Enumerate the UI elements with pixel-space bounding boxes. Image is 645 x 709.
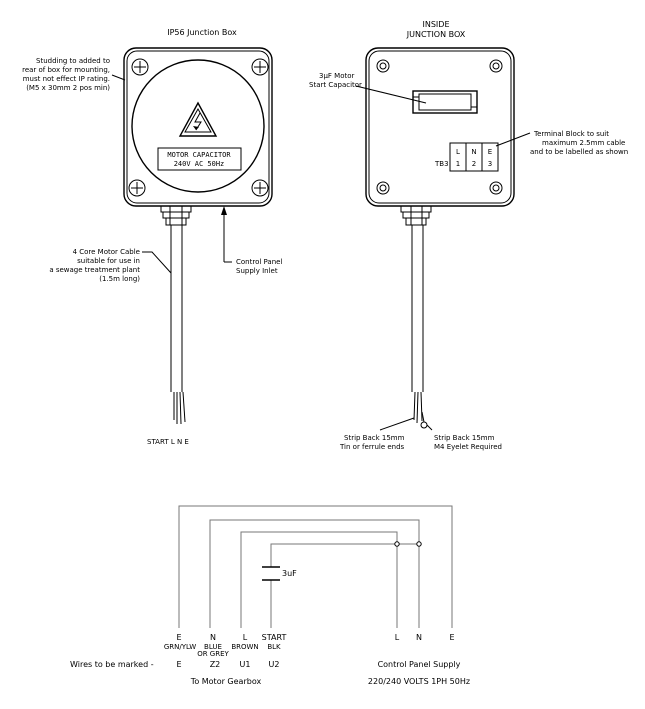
- svg-text:Supply Inlet: Supply Inlet: [236, 267, 278, 275]
- svg-text:Control Panel: Control Panel: [236, 258, 282, 266]
- terminal-block-note: Terminal Block to suit maximum 2.5mm cab…: [495, 130, 628, 156]
- svg-text:3µF Motor: 3µF Motor: [319, 72, 355, 80]
- svg-text:START: START: [262, 633, 287, 642]
- svg-text:Terminal Block to suit: Terminal Block to suit: [533, 130, 609, 138]
- junction-box-exterior: MOTOR CAPACITOR 240V AC 50Hz: [123, 47, 273, 207]
- svg-text:BLUE: BLUE: [204, 643, 222, 651]
- svg-text:BLK: BLK: [267, 643, 281, 651]
- strip-note-right: Strip Back 15mm M4 Eyelet Required: [426, 424, 502, 451]
- svg-text:M4 Eyelet Required: M4 Eyelet Required: [434, 443, 502, 451]
- svg-text:(1.5m long): (1.5m long): [99, 275, 140, 283]
- svg-text:2: 2: [472, 160, 476, 168]
- junction-dot-n: [416, 541, 422, 547]
- supply-caption-2: 220/240 VOLTS 1PH 50Hz: [368, 677, 470, 686]
- svg-text:E: E: [176, 633, 181, 642]
- marks-prefix: Wires to be marked -: [70, 660, 154, 669]
- capacitor-symbol: 3uF: [262, 566, 297, 581]
- supply-caption-1: Control Panel Supply: [378, 660, 461, 669]
- supply-terminals: L N E: [395, 633, 455, 642]
- svg-text:E: E: [488, 148, 492, 156]
- svg-text:rear of box for mounting,: rear of box for mounting,: [22, 66, 110, 74]
- right-box-title-2: JUNCTION BOX: [406, 30, 466, 39]
- svg-text:Z2: Z2: [210, 660, 221, 669]
- start-capacitor: [412, 90, 478, 114]
- svg-text:BROWN: BROWN: [231, 643, 258, 651]
- motor-cable: [170, 225, 186, 425]
- svg-text:suitable for use in: suitable for use in: [77, 257, 140, 265]
- svg-text:a sewage treatment plant: a sewage treatment plant: [49, 266, 140, 274]
- svg-text:(M5 x 30mm 2 pos min): (M5 x 30mm 2 pos min): [26, 84, 110, 92]
- cable-gland: [160, 205, 192, 226]
- junction-dot-l: [394, 541, 400, 547]
- supply-cable: [411, 225, 428, 429]
- wire-markings: Wires to be marked - E Z2 U1 U2: [70, 660, 279, 669]
- nameplate-line2: 240V AC 50Hz: [174, 160, 225, 168]
- svg-text:Studding to added to: Studding to added to: [36, 57, 110, 65]
- strip-note-left: Strip Back 15mm Tin or ferrule ends: [339, 417, 415, 451]
- svg-text:and to be labelled as shown: and to be labelled as shown: [530, 148, 628, 156]
- wiring-schematic: 3uF: [178, 505, 453, 628]
- svg-text:L: L: [243, 633, 248, 642]
- svg-text:N: N: [210, 633, 216, 642]
- svg-text:E: E: [176, 660, 181, 669]
- svg-text:U1: U1: [240, 660, 251, 669]
- svg-text:Strip Back 15mm: Strip Back 15mm: [434, 434, 495, 442]
- cable-note: 4 Core Motor Cable suitable for use in a…: [49, 248, 172, 283]
- terminal-block-tb3: TB3 L N E 1 2 3: [434, 142, 499, 172]
- corner-screw-br: [251, 179, 269, 197]
- svg-text:E: E: [449, 633, 454, 642]
- svg-text:must not effect IP rating.: must not effect IP rating.: [23, 75, 110, 83]
- svg-text:OR GREY: OR GREY: [197, 650, 229, 658]
- svg-text:U2: U2: [269, 660, 280, 669]
- corner-screw-tr: [251, 58, 269, 76]
- capacitor-value: 3uF: [282, 569, 297, 578]
- svg-text:L: L: [456, 148, 460, 156]
- svg-text:Strip Back 15mm: Strip Back 15mm: [344, 434, 405, 442]
- wire-ends-label: START L N E: [147, 438, 189, 446]
- svg-text:GRN/YLW: GRN/YLW: [164, 643, 196, 651]
- svg-text:N: N: [471, 148, 476, 156]
- nameplate-line1: MOTOR CAPACITOR: [167, 151, 231, 159]
- motor-terminals: E N L START GRN/YLW BLUE OR GREY BROWN B…: [164, 633, 287, 658]
- svg-text:L: L: [395, 633, 400, 642]
- corner-screw-bl: [128, 179, 146, 197]
- electrical-warning-icon: [178, 101, 218, 137]
- svg-text:Start Capacitor: Start Capacitor: [309, 81, 362, 89]
- svg-text:4 Core Motor Cable: 4 Core Motor Cable: [73, 248, 140, 256]
- corner-screw-tl: [131, 58, 149, 76]
- svg-text:N: N: [416, 633, 422, 642]
- svg-text:Tin or ferrule ends: Tin or ferrule ends: [339, 443, 405, 451]
- tb3-label: TB3: [434, 160, 449, 168]
- capacitor-note: 3µF Motor Start Capacitor: [309, 72, 427, 104]
- supply-inlet-note: Control Panel Supply Inlet: [221, 206, 282, 275]
- cable-gland-right: [400, 205, 432, 226]
- junction-box-interior: TB3 L N E 1 2 3: [365, 47, 515, 207]
- right-box-title-1: INSIDE: [423, 20, 450, 29]
- left-box-title: IP56 Junction Box: [167, 28, 237, 37]
- studding-note: Studding to added to rear of box for mou…: [22, 57, 126, 92]
- svg-text:3: 3: [488, 160, 492, 168]
- svg-text:maximum 2.5mm cable: maximum 2.5mm cable: [542, 139, 625, 147]
- svg-text:1: 1: [456, 160, 460, 168]
- motor-caption: To Motor Gearbox: [190, 677, 262, 686]
